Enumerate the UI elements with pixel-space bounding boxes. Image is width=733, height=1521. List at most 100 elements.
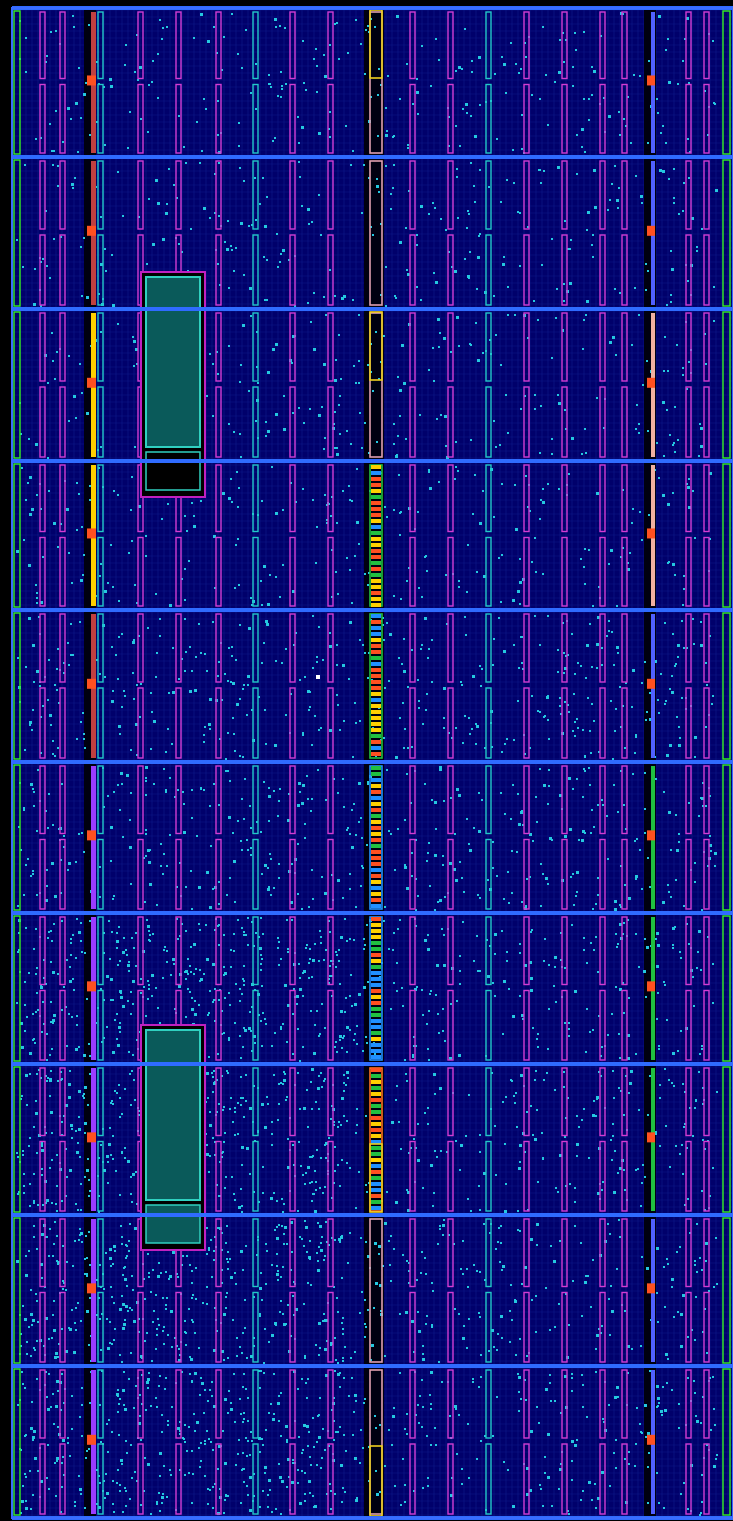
clb-column[interactable] bbox=[703, 386, 710, 458]
clb-column[interactable] bbox=[599, 687, 606, 759]
clb-column[interactable] bbox=[703, 312, 710, 382]
clb-column[interactable] bbox=[215, 1067, 222, 1137]
clb-column[interactable] bbox=[327, 1067, 334, 1137]
clb-column[interactable] bbox=[409, 765, 416, 835]
clb-column[interactable] bbox=[447, 234, 454, 306]
clb-column[interactable] bbox=[599, 83, 606, 154]
bram-column[interactable] bbox=[485, 1140, 492, 1212]
clb-column[interactable] bbox=[599, 536, 606, 607]
clb-column[interactable] bbox=[685, 160, 692, 230]
clb-column[interactable] bbox=[703, 1140, 710, 1212]
bram-column[interactable] bbox=[97, 312, 104, 382]
bram-column[interactable] bbox=[97, 536, 104, 607]
bram-column[interactable] bbox=[485, 687, 492, 759]
clb-column[interactable] bbox=[59, 312, 66, 382]
bram-column[interactable] bbox=[485, 11, 492, 80]
clb-column[interactable] bbox=[215, 83, 222, 154]
bram-column[interactable] bbox=[252, 83, 259, 154]
clb-column[interactable] bbox=[523, 464, 530, 533]
clb-column[interactable] bbox=[59, 1140, 66, 1212]
clb-column[interactable] bbox=[447, 765, 454, 835]
bram-column[interactable] bbox=[97, 1067, 104, 1137]
bram-column[interactable] bbox=[97, 613, 104, 683]
clb-column[interactable] bbox=[215, 160, 222, 230]
clb-column[interactable] bbox=[599, 386, 606, 458]
clb-column[interactable] bbox=[289, 1067, 296, 1137]
clb-column[interactable] bbox=[59, 916, 66, 986]
clb-column[interactable] bbox=[523, 536, 530, 607]
bram-column[interactable] bbox=[252, 916, 259, 986]
clb-column[interactable] bbox=[621, 916, 628, 986]
clb-column[interactable] bbox=[289, 765, 296, 835]
clb-column[interactable] bbox=[685, 687, 692, 759]
clb-column[interactable] bbox=[409, 989, 416, 1061]
clb-column[interactable] bbox=[621, 160, 628, 230]
clb-column[interactable] bbox=[523, 838, 530, 910]
clb-column[interactable] bbox=[685, 916, 692, 986]
clb-column[interactable] bbox=[703, 234, 710, 306]
clb-column[interactable] bbox=[685, 989, 692, 1061]
clb-column[interactable] bbox=[327, 613, 334, 683]
clb-column[interactable] bbox=[327, 765, 334, 835]
bram-column[interactable] bbox=[252, 1067, 259, 1137]
bram-column[interactable] bbox=[485, 83, 492, 154]
clb-column[interactable] bbox=[599, 464, 606, 533]
clb-column[interactable] bbox=[59, 1218, 66, 1288]
clb-column[interactable] bbox=[447, 838, 454, 910]
clb-column[interactable] bbox=[327, 160, 334, 230]
clb-column[interactable] bbox=[523, 765, 530, 835]
clb-column[interactable] bbox=[685, 312, 692, 382]
clb-column[interactable] bbox=[59, 1291, 66, 1363]
clb-column[interactable] bbox=[39, 11, 46, 80]
bram-column[interactable] bbox=[97, 765, 104, 835]
bram-column[interactable] bbox=[485, 613, 492, 683]
clb-column[interactable] bbox=[39, 234, 46, 306]
clb-column[interactable] bbox=[59, 160, 66, 230]
clb-column[interactable] bbox=[59, 464, 66, 533]
bram-column[interactable] bbox=[485, 765, 492, 835]
clb-column[interactable] bbox=[327, 83, 334, 154]
clb-column[interactable] bbox=[39, 989, 46, 1061]
bram-column[interactable] bbox=[252, 765, 259, 835]
clb-column[interactable] bbox=[289, 464, 296, 533]
clb-column[interactable] bbox=[59, 613, 66, 683]
clb-column[interactable] bbox=[447, 989, 454, 1061]
clb-column[interactable] bbox=[599, 234, 606, 306]
clb-column[interactable] bbox=[409, 160, 416, 230]
clb-column[interactable] bbox=[215, 536, 222, 607]
clb-column[interactable] bbox=[59, 1067, 66, 1137]
clb-column[interactable] bbox=[599, 312, 606, 382]
clb-column[interactable] bbox=[685, 1067, 692, 1137]
clb-column[interactable] bbox=[59, 989, 66, 1061]
clb-column[interactable] bbox=[39, 160, 46, 230]
clb-column[interactable] bbox=[621, 765, 628, 835]
clb-column[interactable] bbox=[447, 386, 454, 458]
clb-column[interactable] bbox=[523, 386, 530, 458]
bram-column[interactable] bbox=[252, 838, 259, 910]
clb-column[interactable] bbox=[409, 312, 416, 382]
clb-column[interactable] bbox=[215, 916, 222, 986]
clb-column[interactable] bbox=[39, 838, 46, 910]
bram-column[interactable] bbox=[252, 464, 259, 533]
bram-column[interactable] bbox=[97, 1291, 104, 1363]
bram-column[interactable] bbox=[485, 312, 492, 382]
clb-column[interactable] bbox=[215, 234, 222, 306]
clb-column[interactable] bbox=[175, 687, 182, 759]
bram-column[interactable] bbox=[485, 386, 492, 458]
clb-column[interactable] bbox=[703, 687, 710, 759]
clb-column[interactable] bbox=[685, 536, 692, 607]
clb-column[interactable] bbox=[215, 11, 222, 80]
clb-column[interactable] bbox=[39, 1291, 46, 1363]
clb-column[interactable] bbox=[523, 989, 530, 1061]
clb-column[interactable] bbox=[523, 160, 530, 230]
clb-column[interactable] bbox=[599, 11, 606, 80]
clb-column[interactable] bbox=[215, 1140, 222, 1212]
clb-column[interactable] bbox=[289, 838, 296, 910]
clb-column[interactable] bbox=[409, 83, 416, 154]
bram-column[interactable] bbox=[252, 160, 259, 230]
clb-column[interactable] bbox=[703, 989, 710, 1061]
clb-column[interactable] bbox=[289, 386, 296, 458]
clb-column[interactable] bbox=[215, 464, 222, 533]
clb-column[interactable] bbox=[175, 11, 182, 80]
clb-column[interactable] bbox=[599, 613, 606, 683]
